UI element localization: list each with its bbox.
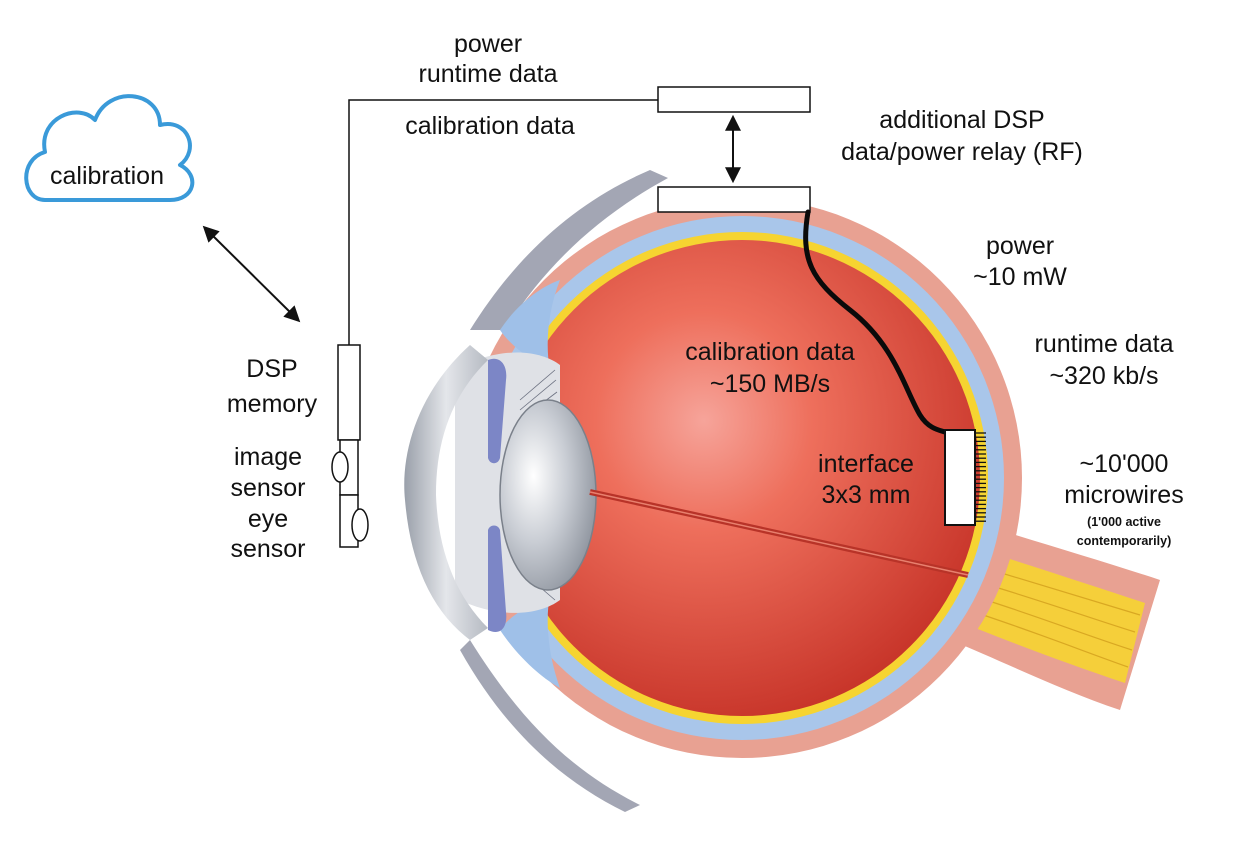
dsp-memory-box (337, 344, 361, 441)
implant-power-value: ~10 mW (973, 263, 1067, 291)
external-device (331, 99, 658, 548)
implant-calibration-value: ~150 MB/s (710, 370, 830, 398)
conjunctiva-bottom (460, 640, 640, 812)
cloud-label: calibration (50, 162, 164, 190)
image-sensor-lens-icon (331, 451, 349, 483)
vitreous-body (504, 240, 980, 716)
image-label: image (234, 443, 302, 471)
cornea (404, 345, 488, 640)
relay-label-line2: data/power relay (RF) (841, 138, 1083, 166)
interface-chip (944, 429, 986, 526)
microwires-label: microwires (1064, 481, 1183, 509)
cloud-icon (24, 94, 195, 202)
calibration-cloud: calibration (24, 94, 195, 202)
ext-power-label: power (454, 30, 522, 58)
microwires-count: ~10'000 (1080, 450, 1169, 478)
implant-runtime-value: ~320 kb/s (1049, 362, 1158, 390)
cloud-device-arrow (202, 225, 301, 323)
interface-label: interface (818, 450, 914, 478)
implant-cable (803, 209, 948, 435)
interface-size-label: 3x3 mm (822, 481, 911, 509)
eye-sensor-lens-icon (351, 508, 369, 542)
device-relay-wire (348, 99, 658, 345)
microwires-note-line2: contemporarily) (1077, 534, 1171, 548)
dsp-label: DSP (246, 355, 297, 383)
microwire-array (975, 432, 986, 522)
relay-label-line1: additional DSP (879, 106, 1044, 134)
eye-sensor-label: sensor (230, 535, 305, 563)
interface-board (944, 429, 976, 526)
lens (499, 399, 597, 591)
ext-calibration-label: calibration data (405, 112, 575, 140)
iris-top (488, 358, 507, 464)
microwires-note-line1: (1'000 active (1087, 515, 1161, 529)
ciliary-body-top (500, 280, 560, 370)
implant-power-label: power (986, 232, 1054, 260)
memory-label: memory (227, 390, 318, 418)
implant-calibration-label: calibration data (685, 338, 855, 366)
implanted-relay-box (657, 186, 811, 213)
ext-runtime-label: runtime data (419, 60, 558, 88)
iris-bottom (488, 525, 507, 632)
ciliary-body-bottom (500, 595, 560, 688)
conjunctiva-top (470, 170, 668, 330)
eyeball (404, 170, 1160, 812)
image-sensor-label: sensor (230, 474, 305, 502)
external-relay-box (657, 86, 811, 113)
eye-label: eye (248, 505, 288, 533)
implant-runtime-label: runtime data (1035, 330, 1174, 358)
